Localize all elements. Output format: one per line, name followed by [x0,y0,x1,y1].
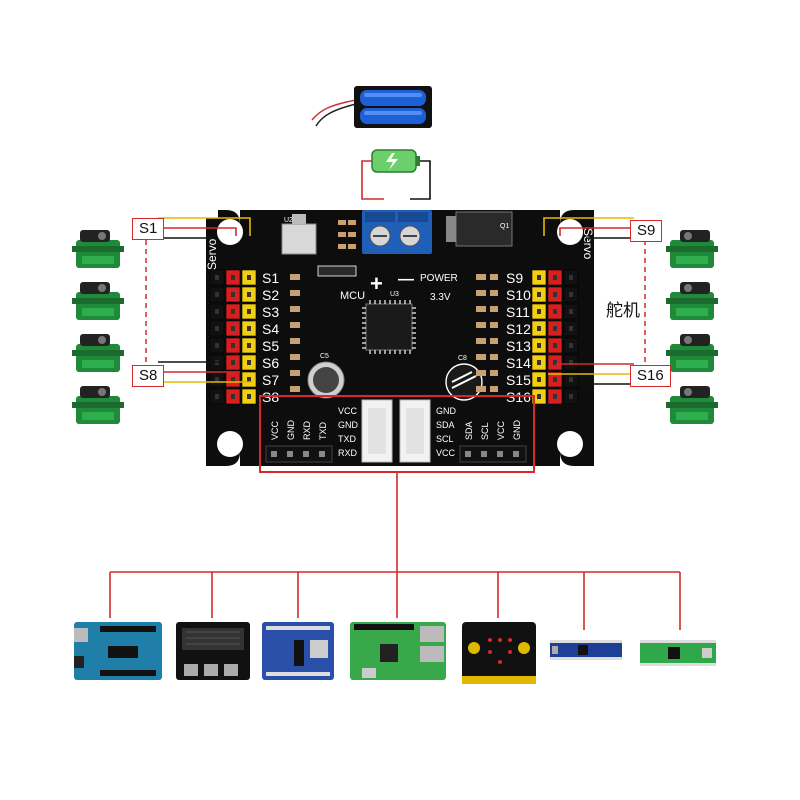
diode [317,265,357,277]
i2c-side-sda: SDA [436,420,455,430]
uart-side-vcc: VCC [338,406,358,416]
mcu-label: MCU [340,290,365,302]
uart-side-labels: VCC GND TXD RXD [338,406,359,458]
right-servo-header [531,269,579,405]
uart-header[interactable] [265,445,333,463]
servo-motor [666,334,718,372]
mcu-chip [362,300,416,354]
callout-s8: S8 [132,365,165,387]
channel-label-s11: S11 [506,304,530,320]
small-components-top [338,220,356,249]
channel-label-s6: S6 [262,355,279,371]
channel-label-s12: S12 [506,321,531,337]
channel-label-s2: S2 [262,287,279,303]
i2c-header-labels: SDA SCL VCC GND [464,420,522,441]
i2c-pin-gnd: GND [512,420,522,441]
channel-label-s7: S7 [262,372,279,388]
jst-connector-right[interactable] [399,399,431,463]
channel-label-s1: S1 [262,270,279,286]
battery-icon [371,149,420,173]
jst-connector-left[interactable] [361,399,393,463]
servo-motor [666,230,718,268]
channel-label-s14: S14 [506,355,531,371]
channel-label-s13: S13 [506,338,531,354]
callout-s9: S9 [630,220,663,242]
channel-label-s9: S9 [506,270,523,286]
uart-side-gnd: GND [338,420,359,430]
uart-side-txd: TXD [338,434,357,444]
power-label: POWER [420,273,458,284]
channel-label-s10: S10 [506,287,531,303]
i2c-header[interactable] [459,445,527,463]
i2c-side-gnd: GND [436,406,457,416]
channel-label-s5: S5 [262,338,279,354]
svg-text:C5: C5 [320,353,329,360]
resistor-array-left [290,274,300,392]
channel-label-s15: S15 [506,372,531,388]
servo-motor [72,334,124,372]
servo-motors-left [72,230,124,424]
u3-ref: U3 [390,291,399,298]
servo-motor [72,282,124,320]
mosfet-q1: Q1 [446,211,513,247]
servo-wires [158,217,634,385]
channel-label-s4: S4 [262,321,279,337]
jetson-nano-board [176,622,250,680]
i2c-pin-vcc: VCC [496,420,506,440]
micro-bit-board [462,622,536,684]
servo-motor [72,386,124,424]
i2c-pin-sda: SDA [464,421,474,440]
capacitor-c5: C5 [307,353,345,399]
channel-label-s3: S3 [262,304,279,320]
uart-header-labels: VCC GND RXD TXD [270,420,328,441]
servo-label-left: Servo [205,238,219,270]
uart-side-rxd: RXD [338,448,358,458]
servo-chinese-label: 舵机 [606,301,640,320]
voltage-regulator-u2: U2 [281,214,317,255]
resistor-array-right [476,274,498,392]
uart-pin-txd: TXD [318,421,328,440]
svg-text:U2: U2 [284,217,293,224]
servo-motor [666,386,718,424]
stm32-dev-board [262,622,334,680]
svg-text:Q1: Q1 [500,223,509,230]
controller-connection-tree [109,472,681,630]
servo-motors-right [666,230,718,424]
uart-pin-gnd: GND [286,420,296,441]
callout-s16: S16 [630,365,671,387]
servo-motor [72,230,124,268]
battery-pack [311,86,432,128]
uart-pin-rxd: RXD [302,420,312,440]
servo-label-right: Servo [581,228,595,260]
svg-text:C8: C8 [458,355,467,362]
v33-label: 3.3V [430,292,451,303]
i2c-pin-scl: SCL [480,422,490,440]
left-servo-header [209,269,257,405]
power-terminal-block[interactable] [362,210,432,254]
callout-s1: S1 [132,218,165,240]
uart-pin-vcc: VCC [270,420,280,440]
servo-motor [666,282,718,320]
capacitor-c8: C8 [445,355,483,401]
plus-sign: + [370,271,383,296]
arduino-uno-board [74,622,162,680]
raspberry-pi-pico-board [640,640,716,666]
minus-sign: — [398,271,414,288]
stm32-blue-pill-board [550,640,622,660]
raspberry-pi-board [350,622,446,680]
i2c-side-labels: GND SDA SCL VCC [436,406,457,458]
i2c-side-scl: SCL [436,434,454,444]
i2c-side-vcc: VCC [436,448,456,458]
